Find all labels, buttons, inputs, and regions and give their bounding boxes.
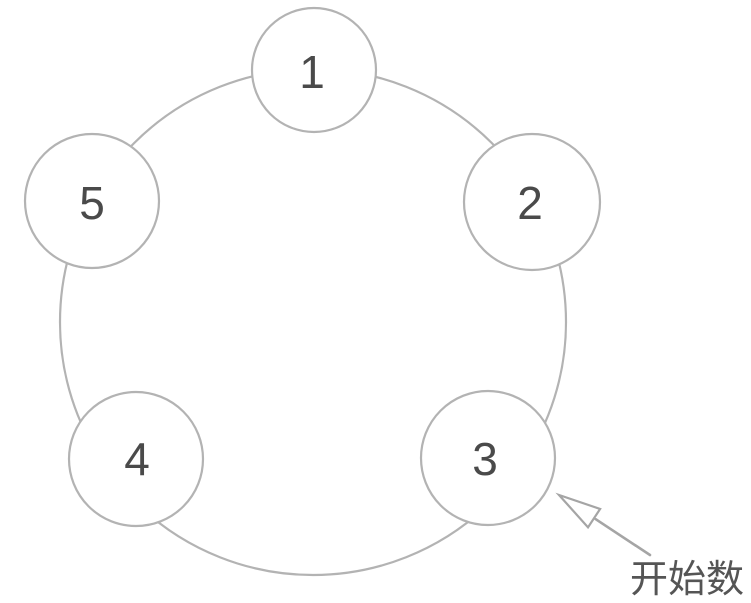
node-1[interactable]: 1 [250, 6, 378, 134]
annotation-arrow [555, 492, 652, 557]
arrow-shaft-line [594, 517, 652, 557]
node-5[interactable]: 5 [23, 132, 161, 270]
node-circle-5[interactable] [23, 132, 161, 270]
node-label-1: 1 [299, 46, 325, 98]
node-group: 1 2 3 4 5 [23, 6, 602, 528]
node-label-2: 2 [517, 177, 543, 229]
node-4[interactable]: 4 [67, 390, 205, 528]
node-circle-1[interactable] [250, 6, 378, 134]
node-label-3: 3 [472, 433, 498, 485]
node-circle-2[interactable] [462, 132, 602, 272]
node-2[interactable]: 2 [462, 132, 602, 272]
node-3[interactable]: 3 [419, 389, 557, 527]
node-label-5: 5 [79, 177, 105, 229]
node-circle-4[interactable] [67, 390, 205, 528]
node-circle-3[interactable] [419, 389, 557, 527]
arrow-head-triangle [555, 492, 602, 530]
annotation-label: 开始数 [630, 559, 744, 601]
node-label-4: 4 [124, 433, 150, 485]
